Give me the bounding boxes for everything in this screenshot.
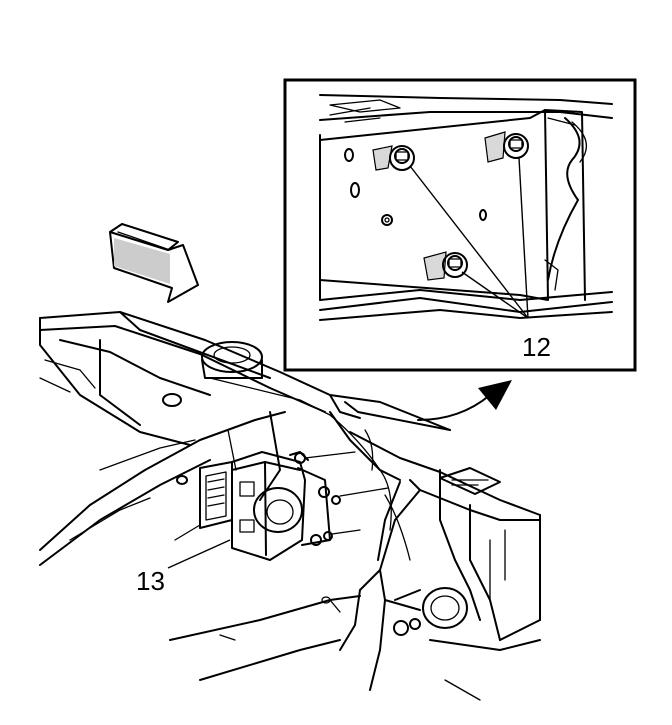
frame-rail-assembly xyxy=(39,311,541,701)
callout-12-label: 12 xyxy=(522,332,551,362)
callout-13-label: 13 xyxy=(136,566,165,596)
bolt-upper-right xyxy=(503,133,529,159)
view-direction-arrow xyxy=(109,223,199,303)
brake-module xyxy=(199,451,389,561)
bolt-lower xyxy=(442,252,468,278)
callout-13: 13 xyxy=(136,539,231,596)
bolt-upper-left xyxy=(389,145,415,171)
detail-inset: 12 xyxy=(283,78,637,372)
detail-arrow xyxy=(417,380,512,421)
